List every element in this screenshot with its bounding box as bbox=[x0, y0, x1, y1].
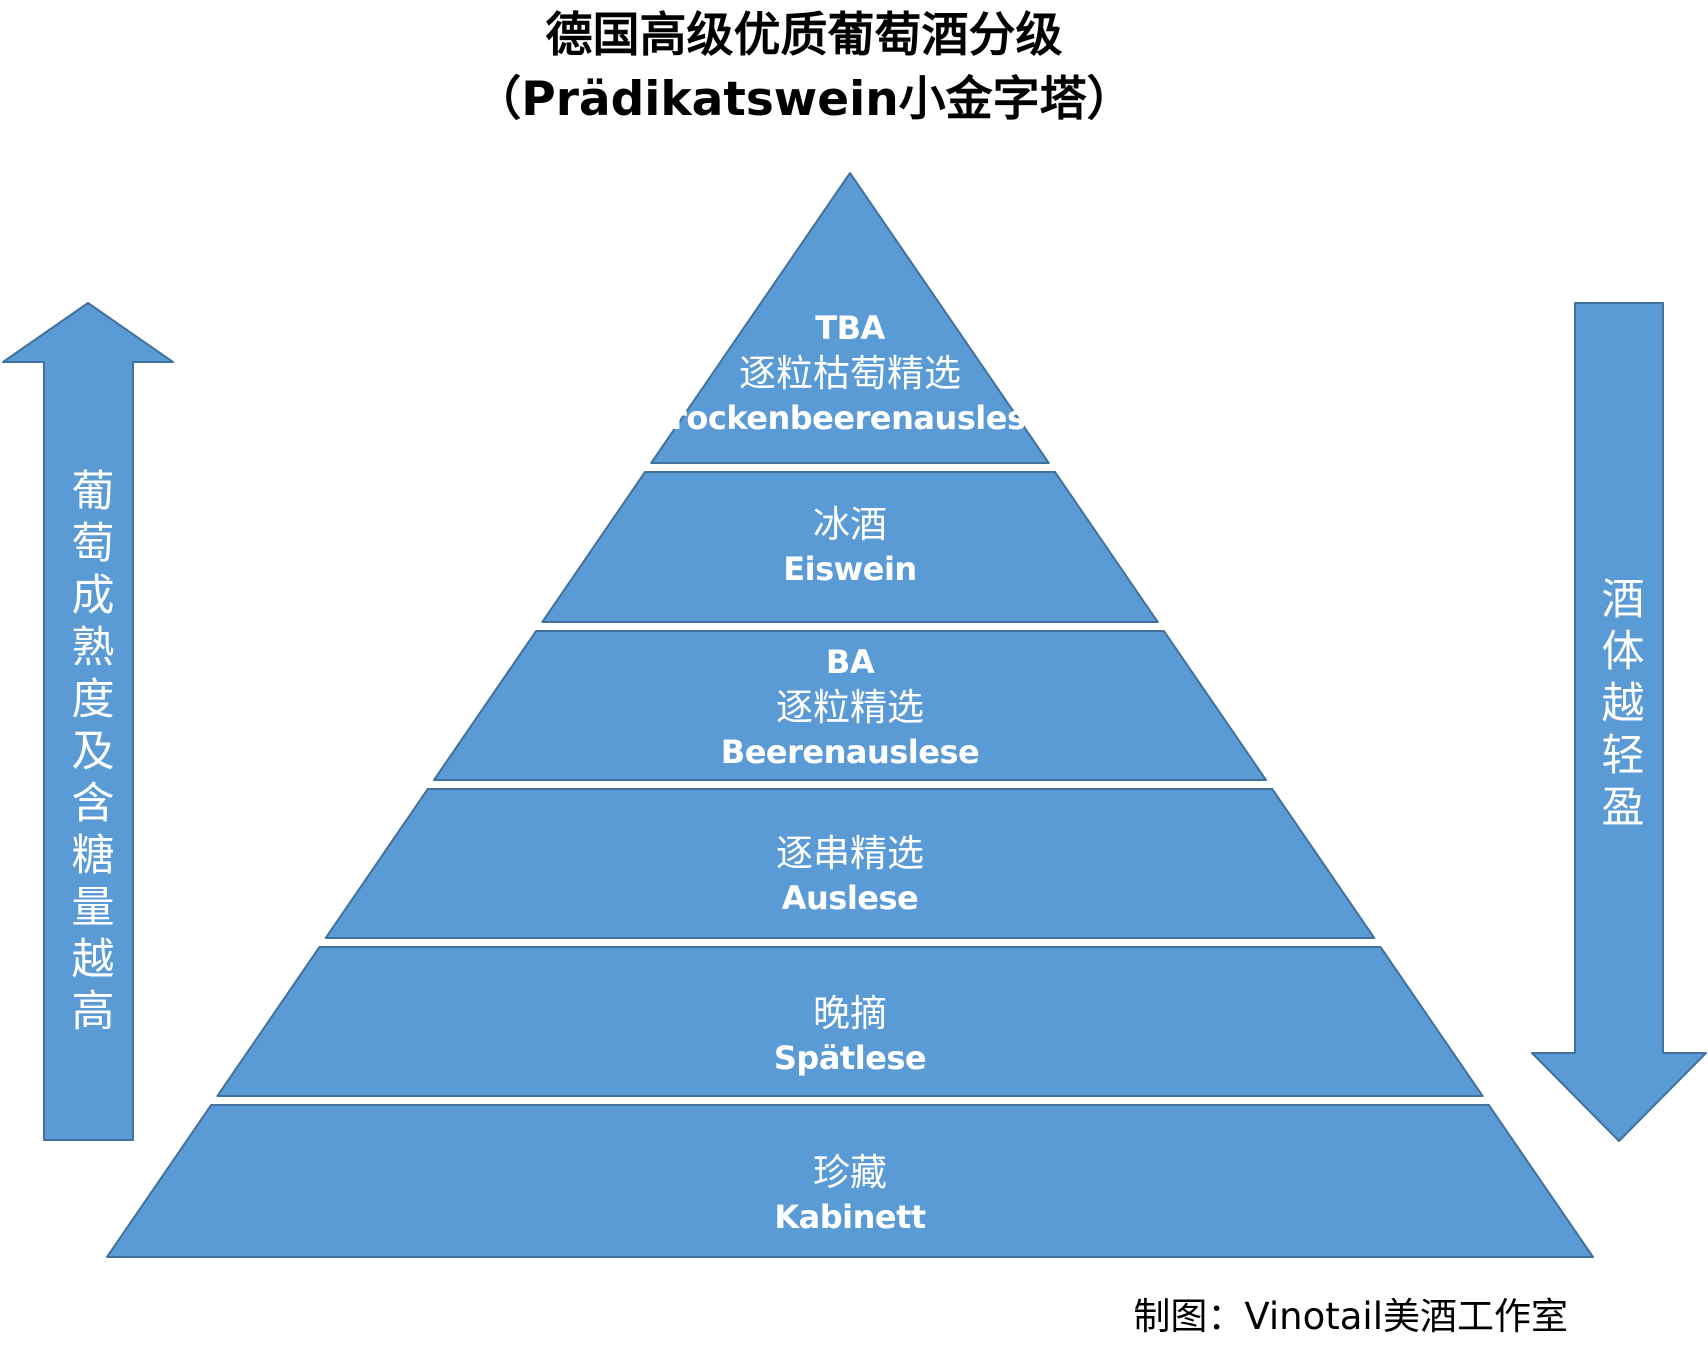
level-name-de: Trockenbeerenauslese bbox=[653, 399, 1047, 437]
level-label-ba: BA 逐粒精选 Beerenauslese bbox=[720, 640, 980, 775]
level-name-de: Spätlese bbox=[773, 1039, 927, 1077]
level-label-kabinett: 珍藏 Kabinett bbox=[774, 1150, 926, 1240]
level-label-auslese: 逐串精选 Auslese bbox=[776, 831, 924, 921]
pyramid-level-1-shape bbox=[650, 172, 1050, 464]
level-name-zh: 冰酒 bbox=[812, 503, 887, 546]
pyramid-level-2-shape bbox=[541, 471, 1159, 623]
level-abbr: BA bbox=[825, 643, 875, 681]
down-arrow-shape bbox=[1531, 302, 1707, 1142]
diagram-title: 德国高级优质葡萄酒分级 （Prädikatswein小金字塔） bbox=[0, 4, 1608, 132]
level-abbr: TBA bbox=[815, 309, 885, 347]
level-name-de: Beerenauslese bbox=[720, 733, 980, 771]
pyramid-level-6-shape bbox=[106, 1104, 1594, 1258]
left-arrow-caption: 葡萄成熟度及含糖量越高 bbox=[64, 468, 114, 1040]
level-label-spaetlese: 晚摘 Spätlese bbox=[773, 991, 927, 1081]
credit-text: 制图：Vinotail美酒工作室 bbox=[1133, 1295, 1568, 1338]
level-name-de: Kabinett bbox=[774, 1198, 926, 1236]
title-line-2: （Prädikatswein小金字塔） bbox=[474, 72, 1134, 127]
pyramid-level-3-shape bbox=[433, 630, 1267, 781]
level-name-de: Eiswein bbox=[783, 550, 917, 588]
level-name-zh: 逐粒精选 bbox=[776, 686, 924, 729]
level-label-tba: TBA 逐粒枯萄精选 Trockenbeerenauslese bbox=[653, 306, 1047, 441]
right-arrow-caption: 酒体越轻盈 bbox=[1594, 576, 1644, 836]
pyramid-level-4-shape bbox=[324, 788, 1376, 939]
title-line-1: 德国高级优质葡萄酒分级 bbox=[545, 8, 1063, 63]
level-name-zh: 珍藏 bbox=[813, 1151, 887, 1194]
level-name-zh: 逐粒枯萄精选 bbox=[739, 352, 961, 395]
pyramid-level-5-shape bbox=[216, 946, 1484, 1097]
level-name-de: Auslese bbox=[781, 879, 919, 917]
level-name-zh: 晚摘 bbox=[812, 992, 887, 1035]
up-arrow-shape bbox=[2, 302, 174, 1141]
level-name-zh: 逐串精选 bbox=[776, 832, 924, 875]
level-label-eiswein: 冰酒 Eiswein bbox=[783, 502, 917, 592]
